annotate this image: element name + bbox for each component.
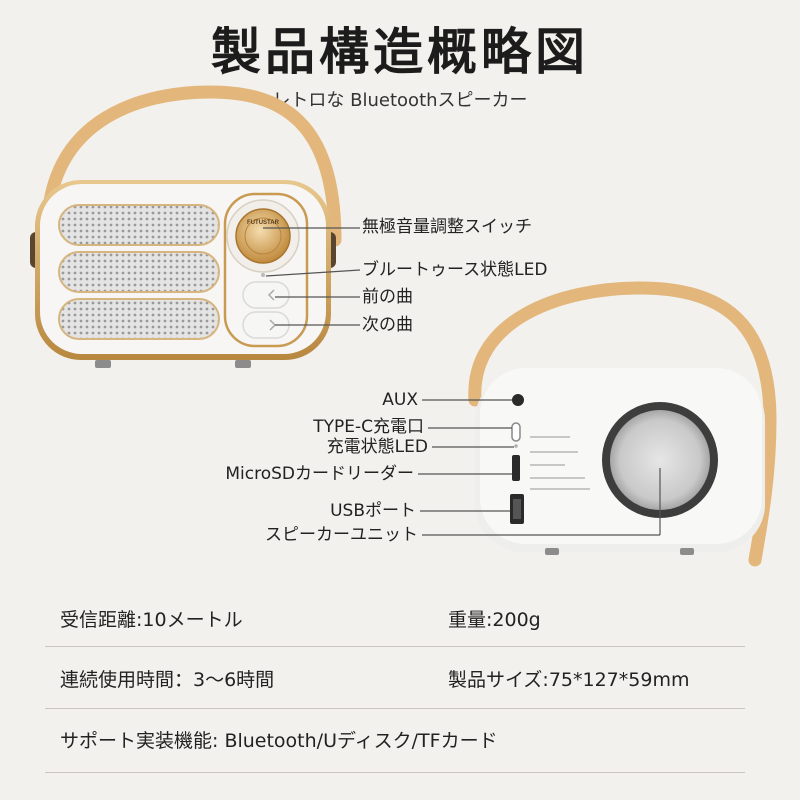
spec-playtime: 連続使用時間：3〜6時間 (60, 669, 275, 691)
bluetooth-led (261, 273, 265, 277)
page-title: 製品構造概略図 (211, 23, 589, 81)
microsd-slot (512, 455, 520, 481)
callout-prev-track: 前の曲 (362, 287, 413, 307)
page-subtitle: レトロな Bluetoothスピーカー (272, 90, 528, 111)
divider (45, 708, 745, 709)
speaker-unit (610, 410, 710, 510)
spec-size: 製品サイズ:75*127*59mm (448, 669, 690, 691)
callout-type-c: TYPE-C充電口 (313, 417, 424, 437)
callout-volume-switch: 無極音量調整スイッチ (362, 217, 532, 237)
divider (45, 772, 745, 773)
callout-next-track: 次の曲 (362, 315, 413, 335)
grille-top (58, 204, 220, 246)
spec-weight: 重量:200g (448, 609, 541, 631)
callout-aux: AUX (382, 390, 418, 410)
control-panel (223, 192, 309, 348)
back-callout-lines (418, 399, 661, 536)
front-speaker: FUTUSTAR (30, 85, 342, 368)
grille-middle (58, 251, 220, 293)
charge-led (514, 444, 518, 448)
callout-bluetooth-led: ブルートゥース状態LED (362, 260, 548, 280)
callout-usb-port: USBポート (330, 501, 416, 521)
volume-knob[interactable] (235, 208, 291, 264)
grille-bottom (58, 298, 220, 340)
back-strap (468, 281, 777, 567)
back-label-lines (530, 436, 590, 490)
back-speaker (468, 281, 777, 567)
spec-range: 受信距離:10メートル (60, 609, 243, 631)
foot (235, 360, 251, 368)
aux-port (512, 394, 524, 406)
front-callout-lines (263, 227, 361, 326)
foot (545, 548, 559, 555)
callout-speaker-unit: スピーカーユニット (265, 525, 418, 545)
callout-microsd: MicroSDカードリーダー (225, 464, 414, 484)
prev-track-button[interactable] (242, 281, 290, 309)
foot (95, 360, 111, 368)
front-brand: FUTUSTAR (247, 220, 280, 226)
spec-support: サポート実装機能: Bluetooth/Uディスク/TFカード (60, 730, 498, 752)
foot (680, 548, 694, 555)
callout-charge-led: 充電状態LED (326, 437, 428, 457)
divider (45, 646, 745, 647)
front-strap (41, 85, 342, 252)
type-c-port (511, 422, 521, 442)
